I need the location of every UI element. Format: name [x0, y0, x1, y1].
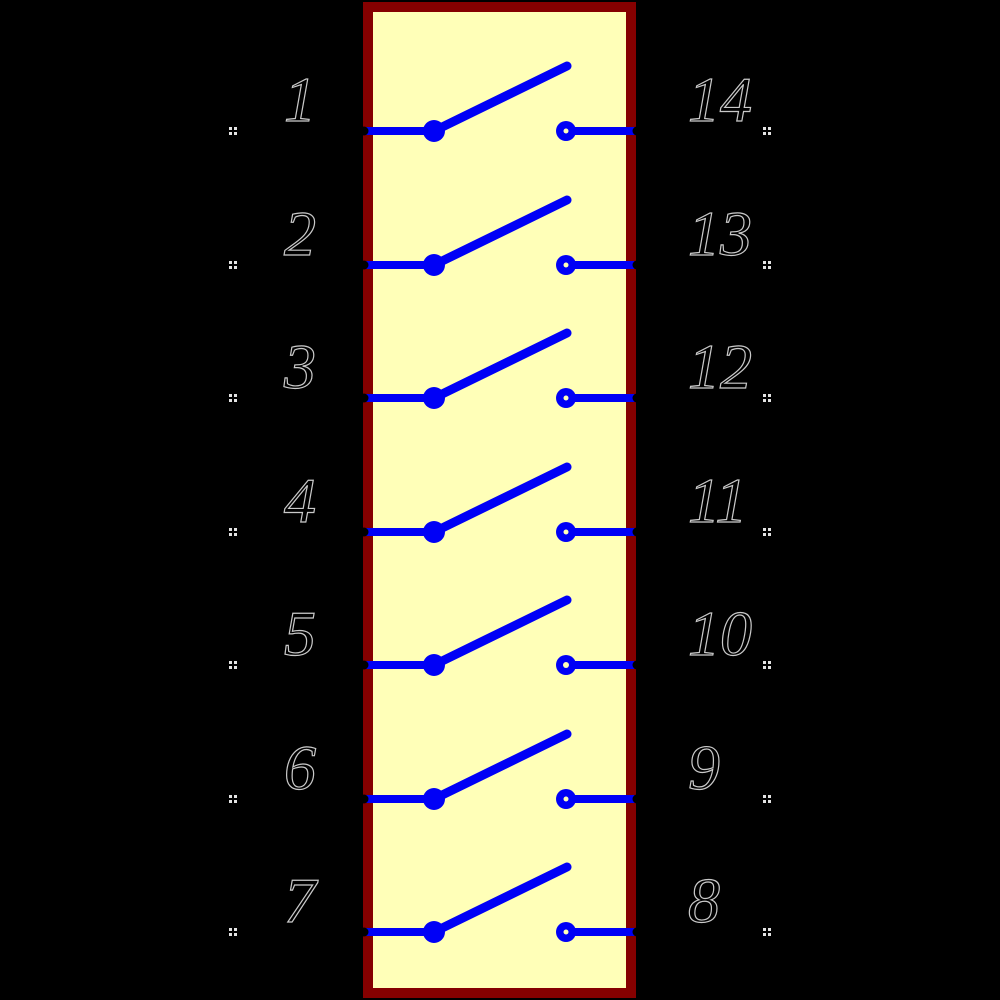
- pin-number-right: 13: [688, 198, 752, 269]
- pin-number-right: 11: [688, 465, 747, 536]
- pin-number-right: 8: [688, 865, 720, 936]
- pin-terminal-marker-right-icon: [763, 260, 771, 269]
- pin-terminal-marker-right-icon: [763, 527, 771, 536]
- switch-row-5[interactable]: 5 10: [200, 577, 800, 687]
- pin-number-left: 3: [283, 331, 316, 402]
- switch-row-graphic: 5 10: [229, 595, 771, 676]
- pin-number-right: 14: [688, 64, 752, 135]
- pin-terminal-marker-right-icon: [763, 394, 771, 402]
- pin-number-left: 4: [284, 465, 316, 536]
- spst-switch-symbol[interactable]: [359, 729, 642, 810]
- pin-terminal-marker-left-icon: [229, 661, 237, 669]
- switch-row-7[interactable]: 7 8: [200, 844, 800, 954]
- switch-row-graphic: 1 14: [229, 61, 771, 142]
- pin-terminal-marker-right-icon: [763, 928, 771, 936]
- switch-row-3[interactable]: 3 12: [200, 310, 800, 420]
- spst-switch-symbol[interactable]: [359, 862, 642, 943]
- pin-terminal-marker-left-icon: [229, 794, 237, 803]
- pin-terminal-marker-right-icon: [763, 794, 771, 803]
- spst-switch-symbol[interactable]: [359, 195, 642, 276]
- switch-row-2[interactable]: 2 13: [200, 177, 800, 287]
- switch-row-4[interactable]: 4 11: [200, 444, 800, 554]
- pin-number-left: 6: [284, 732, 316, 803]
- pin-terminal-marker-right-icon: [763, 661, 771, 669]
- pin-number-left: 2: [284, 198, 316, 269]
- pin-number-left: 1: [284, 64, 316, 135]
- pin-number-right: 9: [688, 732, 720, 803]
- switch-row-graphic: 3 12: [229, 328, 771, 409]
- switch-row-6[interactable]: 6 9: [200, 711, 800, 821]
- spst-switch-symbol[interactable]: [359, 462, 642, 543]
- pin-terminal-marker-left-icon: [229, 260, 237, 269]
- pin-number-left: 7: [284, 865, 319, 936]
- switch-row-graphic: 4 11: [229, 462, 771, 543]
- switch-row-graphic: 6 9: [229, 729, 771, 810]
- switch-row-graphic: 2 13: [229, 195, 771, 276]
- pin-number-right: 12: [688, 331, 752, 402]
- pin-terminal-marker-left-icon: [229, 928, 237, 936]
- pin-terminal-marker-left-icon: [229, 127, 237, 135]
- switch-row-1[interactable]: 1 14: [200, 43, 800, 153]
- pin-number-left: 5: [284, 598, 316, 669]
- spst-switch-symbol[interactable]: [359, 61, 642, 142]
- pin-number-right: 10: [688, 598, 752, 669]
- pin-terminal-marker-right-icon: [763, 127, 771, 135]
- spst-switch-symbol[interactable]: [359, 328, 642, 409]
- pin-terminal-marker-left-icon: [229, 394, 237, 402]
- switch-row-graphic: 7 8: [229, 862, 771, 943]
- pin-terminal-marker-left-icon: [229, 527, 237, 536]
- spst-switch-symbol[interactable]: [359, 595, 642, 676]
